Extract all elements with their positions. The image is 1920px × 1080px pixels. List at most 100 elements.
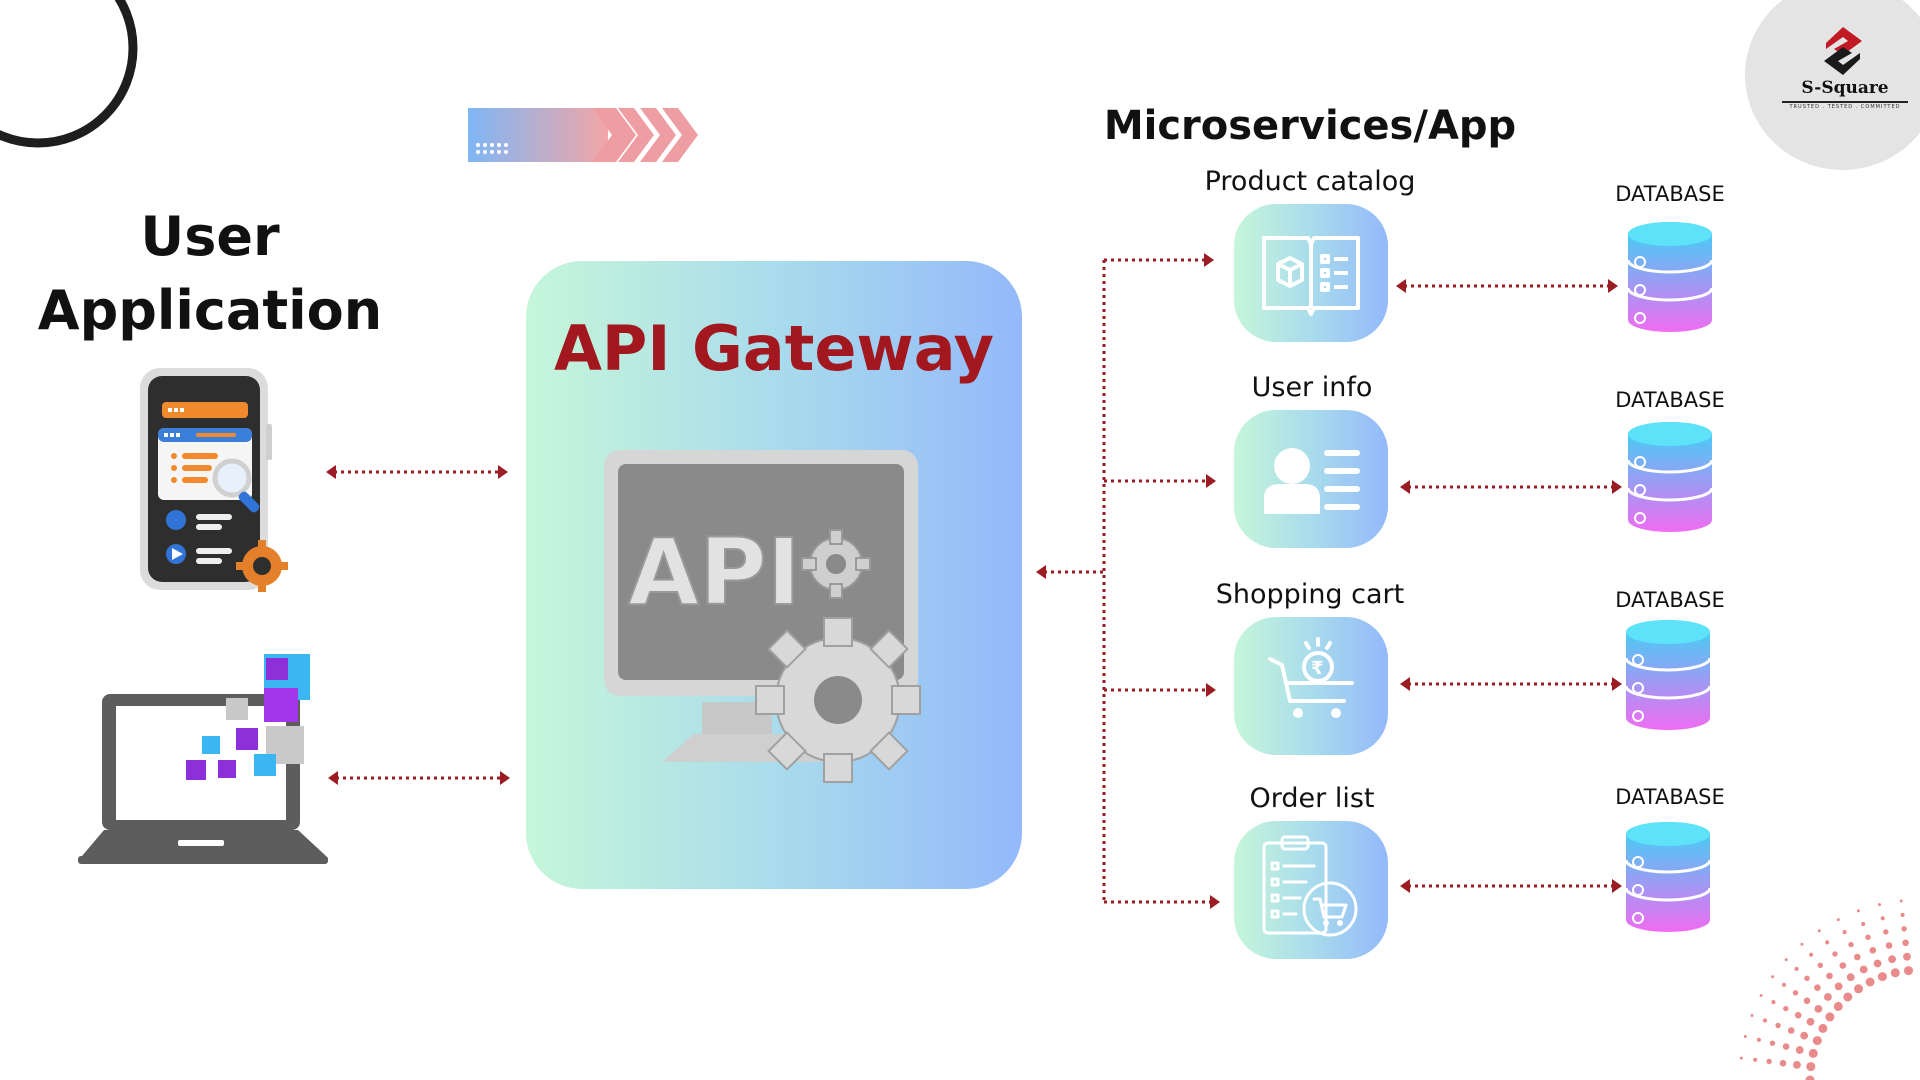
decorative-dot <box>1794 966 1799 971</box>
service-shopping-cart: ₹ <box>1234 617 1388 755</box>
decorative-dot <box>1806 1062 1816 1072</box>
decorative-dot <box>1865 934 1871 940</box>
catalog-database-connector <box>1396 279 1618 293</box>
decorative-dot <box>1794 1011 1802 1019</box>
logo-icon <box>1824 27 1862 75</box>
database-icon <box>1626 422 1714 532</box>
decorative-dot <box>1756 1037 1761 1042</box>
decorative-dot <box>1854 953 1861 961</box>
database-catalog <box>1622 220 1718 338</box>
decorative-dot <box>1902 939 1909 947</box>
decorative-dot <box>1806 1017 1815 1026</box>
decorative-dot <box>1753 1057 1758 1062</box>
decorative-dot <box>1883 929 1889 935</box>
database-icon <box>1626 222 1714 332</box>
decorative-dot <box>1826 972 1833 980</box>
service-label-order-list: Order list <box>1249 783 1375 814</box>
decorative-dot <box>1766 1058 1772 1065</box>
decorative-dot <box>1880 916 1885 921</box>
decorative-dot <box>1779 1059 1787 1067</box>
decorative-dot <box>1836 918 1840 922</box>
logo-badge <box>1745 0 1920 170</box>
decorative-dot <box>1795 1046 1804 1054</box>
mobile-app-icon <box>140 368 288 592</box>
decorative-dot <box>1750 1014 1754 1017</box>
decorative-dot <box>1861 921 1866 927</box>
decorative-dot <box>1739 1056 1743 1060</box>
user-application-title-line1: User <box>140 205 280 268</box>
order-database-connector <box>1400 879 1622 893</box>
decorative-dot <box>1818 1023 1828 1033</box>
decorative-dot <box>1833 1001 1843 1011</box>
service-label-shopping-cart: Shopping cart <box>1215 579 1405 610</box>
decorative-dot <box>1762 1018 1768 1023</box>
decorative-dot <box>1809 952 1814 957</box>
decorative-dot <box>1843 992 1853 1002</box>
service-product-catalog <box>1234 204 1388 342</box>
decorative-dot <box>1846 973 1855 982</box>
decorative-ring <box>0 0 138 148</box>
decorative-arrow-banner <box>468 108 698 162</box>
decorative-dot <box>1814 984 1821 991</box>
decorative-dot <box>1873 959 1882 968</box>
logo-tagline: TRUSTED . TESTED . COMMITTED <box>1789 104 1901 110</box>
decorative-dot <box>1842 930 1847 935</box>
decorative-dot <box>1782 1043 1790 1050</box>
database-icon <box>1624 822 1712 932</box>
decorative-dot <box>1784 958 1788 962</box>
decorative-dot <box>1805 1075 1815 1080</box>
database-label-catalog: DATABASE <box>1615 182 1725 206</box>
decorative-dot <box>1900 912 1905 917</box>
decorative-dot <box>1877 972 1887 982</box>
decorative-dot <box>1793 1061 1801 1069</box>
decorative-dot <box>1800 1031 1809 1040</box>
decorative-dot <box>1856 909 1860 913</box>
decorative-dot <box>1903 952 1911 961</box>
decorative-dot <box>1904 966 1913 976</box>
decorative-dot <box>1771 1000 1776 1005</box>
microservices-title: Microservices/App <box>1103 103 1517 149</box>
decorative-dot <box>1825 940 1830 945</box>
decorative-dot <box>1792 990 1799 996</box>
decorative-dot <box>1743 1035 1747 1038</box>
svg-text:₹: ₹ <box>1311 658 1324 679</box>
decorative-dot <box>1814 1005 1823 1013</box>
decorative-dot <box>1859 965 1868 974</box>
logo-divider <box>1782 101 1908 103</box>
gateway-microservices-connector <box>1036 253 1220 909</box>
decorative-dot <box>1812 1036 1822 1046</box>
decorative-dot <box>1834 982 1843 991</box>
decorative-dot <box>1832 951 1838 957</box>
decorative-dot <box>1865 977 1875 987</box>
decorative-dot <box>1885 942 1893 949</box>
decorative-dot <box>1783 1005 1789 1012</box>
database-label-order: DATABASE <box>1615 785 1725 809</box>
decorative-dot <box>1803 997 1811 1005</box>
decorative-dot <box>1804 975 1810 981</box>
decorative-dot <box>1769 1040 1776 1046</box>
database-order <box>1620 820 1716 938</box>
userinfo-database-connector <box>1400 480 1622 494</box>
service-user-info <box>1234 410 1388 548</box>
mobile-gateway-connector <box>326 465 508 479</box>
database-icon <box>1624 620 1712 730</box>
laptop-gateway-connector <box>328 771 510 785</box>
decorative-dot <box>1888 955 1896 964</box>
decorative-dot <box>1787 1027 1795 1034</box>
api-gateway-title: API Gateway <box>553 312 995 385</box>
decorative-dot <box>1825 1012 1835 1022</box>
shopping-cart-icon: ₹ <box>1268 637 1354 718</box>
decorative-dot <box>1775 1022 1781 1029</box>
decorative-dot <box>1839 962 1847 969</box>
database-cart <box>1620 618 1716 736</box>
decorative-dot <box>1781 982 1787 987</box>
cart-database-connector <box>1400 677 1622 691</box>
decorative-dot <box>1808 1048 1818 1058</box>
decorative-dot <box>1854 984 1863 994</box>
user-application-title: User Application <box>20 200 400 348</box>
decorative-dot <box>1824 993 1832 1001</box>
decorative-dot <box>1800 942 1804 946</box>
decorative-dot <box>1759 994 1763 997</box>
logo-name: S-Square <box>1801 78 1889 98</box>
decorative-dot <box>1771 975 1775 979</box>
